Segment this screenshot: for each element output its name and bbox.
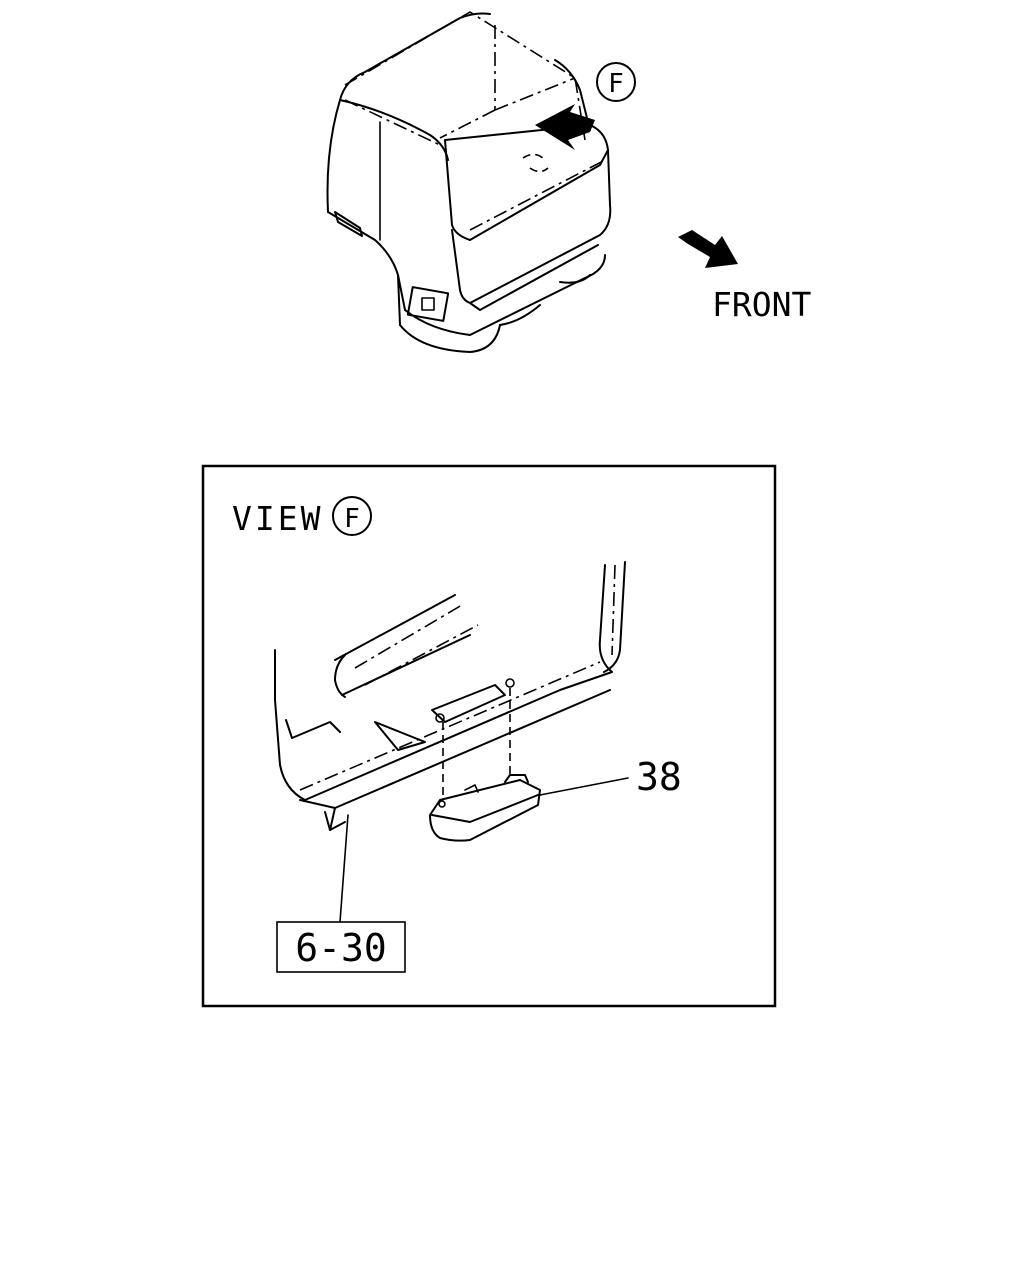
overview-view-marker-text: F xyxy=(608,69,624,99)
cab-roof-detail-illustration xyxy=(274,561,626,842)
callout-6-30: 6-30 xyxy=(276,921,406,973)
detail-view-frame xyxy=(201,464,777,1008)
view-direction-arrow xyxy=(535,104,595,150)
detail-view-title: VIEW F xyxy=(232,496,372,538)
leader-line-38 xyxy=(539,777,629,796)
truck-cab-illustration xyxy=(326,11,612,353)
detail-view-title-marker: F xyxy=(344,504,360,534)
callout-38: 38 xyxy=(636,755,682,799)
leader-line-6-30 xyxy=(339,814,349,923)
callout-6-30-text: 6-30 xyxy=(295,926,387,970)
detail-view-title-prefix: VIEW xyxy=(232,499,323,538)
overview-view-marker: F xyxy=(596,62,636,102)
front-direction-arrow xyxy=(678,230,738,268)
front-direction-label: FRONT xyxy=(712,285,811,324)
